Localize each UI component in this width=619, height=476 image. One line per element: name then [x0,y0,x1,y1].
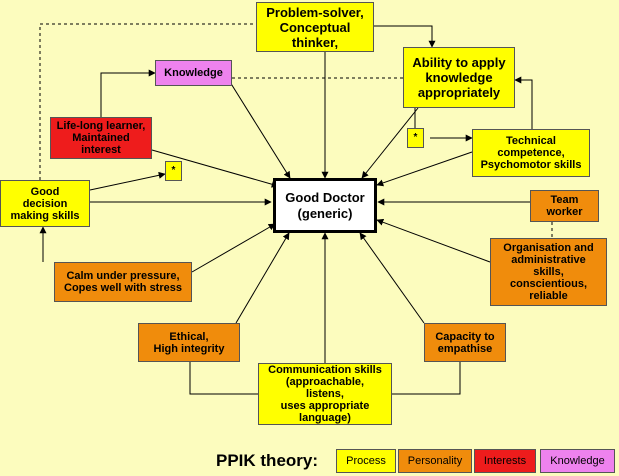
technical-competence-node: Technical competence, Psychomotor skills [472,129,590,177]
arrow-lifelong-to-center [151,149,279,188]
arrow-decision-to-star [89,171,166,191]
lifelong-learner-node: Life-long learner, Maintained interest [50,117,152,159]
line-empathise-to-communication [392,362,461,395]
knowledge-node: Knowledge [155,60,232,86]
arrow-lifelong-to-knowledge [100,69,156,117]
arrow-technical-to-ability [514,76,533,129]
arrow-knowledge-to-center [229,81,291,179]
problem-solver-node: Problem-solver, Conceptual thinker, [256,2,374,52]
team-worker-node: Team worker [530,190,599,222]
arrow-empathise-to-center [359,232,425,324]
arrow-problem-to-ability [374,25,436,48]
line-ethical-to-communication [189,362,258,395]
calm-under-pressure-node: Calm under pressure, Copes well with str… [54,262,192,302]
empathise-node: Capacity to empathise [424,323,506,362]
star-marker: * [407,128,424,148]
arrow-organisation-to-center [376,218,491,263]
ability-node: Ability to apply knowledge appropriately [403,47,515,108]
legend-process: Process [336,449,396,473]
good-doctor-node: Good Doctor (generic) [273,178,377,233]
arrow-ability-to-center [361,107,419,179]
arrow-calm-to-center [191,223,276,273]
organisation-node: Organisation and administrative skills, … [490,238,607,306]
legend-knowledge: Knowledge [540,449,615,473]
dashed-decision-to-problem [39,23,256,180]
legend-personality: Personality [398,449,472,473]
star-marker: * [165,161,182,181]
arrow-technical-to-center [376,151,473,187]
legend-interests: Interests [474,449,536,473]
communication-node: Communication skills (approachable, list… [258,363,392,425]
arrow-ethical-to-center [235,232,290,324]
legend-title: PPIK theory: [216,451,319,470]
ethical-node: Ethical, High integrity [138,323,240,362]
decision-making-node: Good decision making skills [0,180,90,227]
